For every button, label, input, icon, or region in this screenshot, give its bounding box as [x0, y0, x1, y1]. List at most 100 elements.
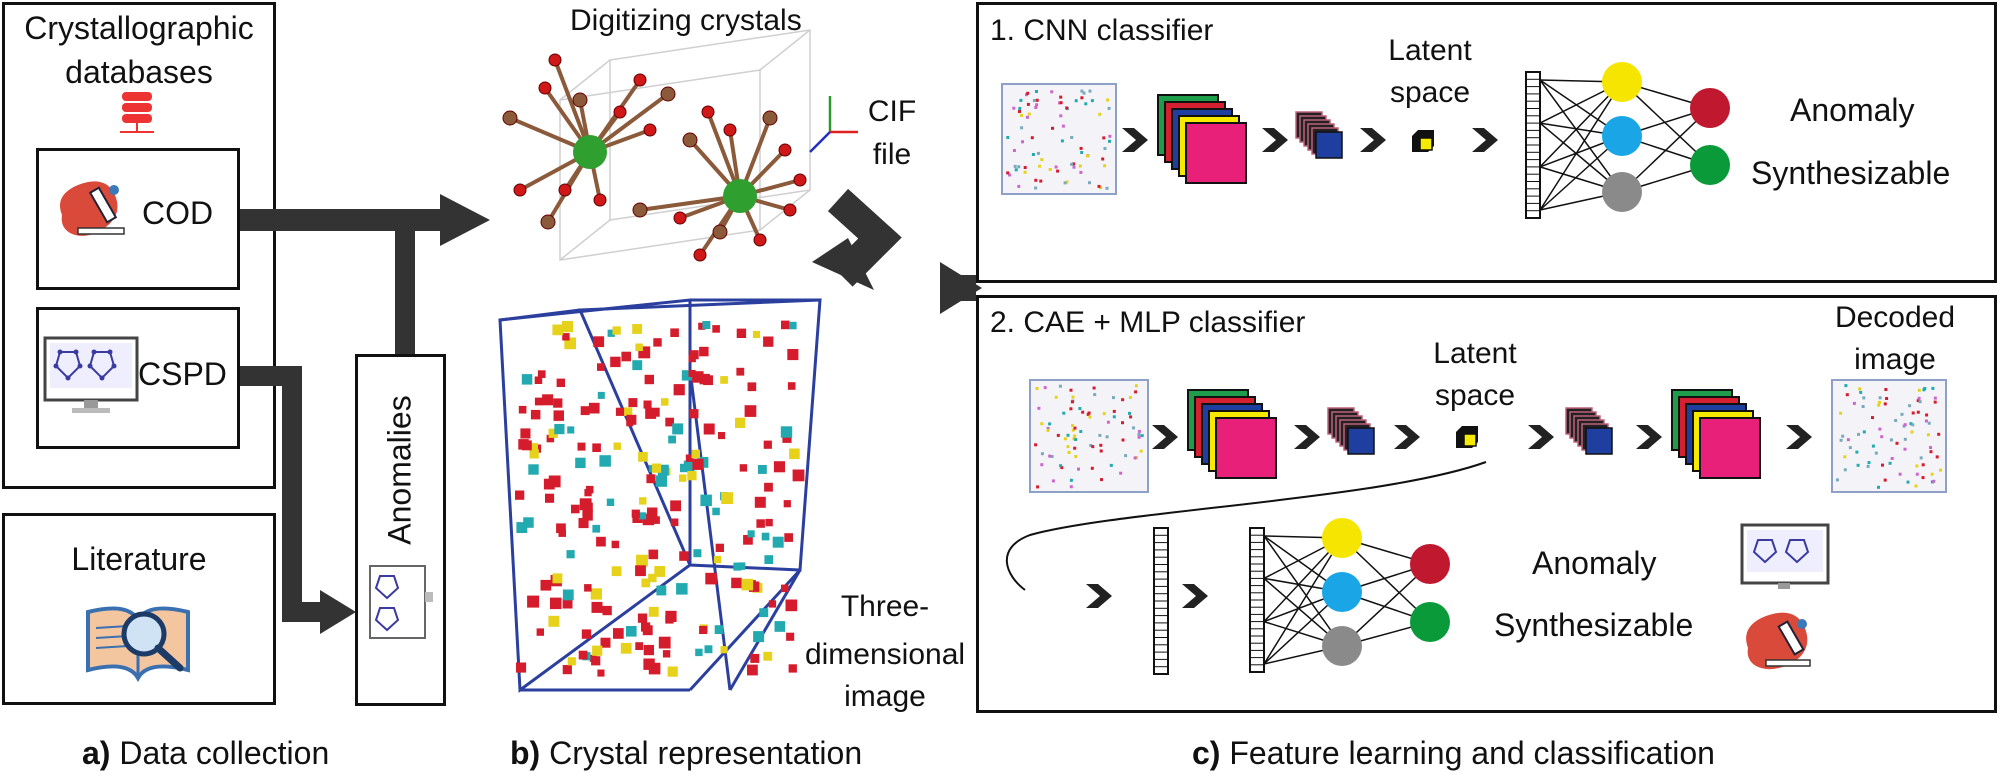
voxel	[529, 443, 538, 452]
thumbnail-voxel	[1859, 390, 1863, 394]
thumbnail-voxel	[1900, 412, 1904, 416]
thumbnail-voxel	[1074, 455, 1078, 458]
thumbnail-voxel	[1922, 388, 1926, 392]
voxel	[534, 397, 543, 406]
oxygen-atom	[548, 53, 562, 67]
connection	[1263, 535, 1343, 647]
voxel	[692, 458, 704, 470]
thumbnail-voxel	[1037, 406, 1041, 410]
thumbnail-voxel	[1908, 404, 1912, 408]
thumbnail-voxel	[1139, 449, 1143, 453]
thumbnail-voxel	[1088, 181, 1091, 185]
thumbnail-voxel	[1018, 107, 1022, 110]
connection	[1621, 81, 1711, 166]
feature-map	[1185, 122, 1247, 184]
voxel	[683, 460, 695, 472]
voxel	[540, 579, 552, 591]
voxel	[552, 324, 564, 336]
thumbnail-voxel	[1107, 106, 1111, 110]
voxel	[567, 426, 575, 434]
thumbnail-voxel	[1085, 154, 1089, 158]
voxel	[635, 343, 643, 351]
voxel	[602, 605, 612, 616]
voxel	[567, 657, 576, 666]
latent-connector-curve	[1005, 461, 1487, 591]
voxel	[575, 457, 586, 469]
thumbnail-voxel	[1888, 461, 1892, 465]
voxel	[545, 493, 555, 503]
voxel	[689, 350, 699, 360]
voxel	[781, 584, 789, 593]
databases-title-line1: Crystallographic	[24, 10, 254, 46]
thumbnail-voxel	[1034, 443, 1038, 447]
voxel	[646, 474, 656, 484]
thumbnail-voxel	[1911, 423, 1915, 427]
thumbnail-voxel	[1073, 446, 1077, 450]
thumbnail-voxel	[1099, 449, 1103, 453]
voxel	[757, 465, 767, 474]
voxel	[636, 554, 648, 567]
digitizing-title: Digitizing crystals	[570, 4, 802, 37]
voxel	[542, 394, 554, 406]
thumbnail-voxel	[1102, 136, 1106, 140]
voxel	[656, 585, 667, 596]
literature-label: Literature	[71, 541, 207, 577]
microscope-icon	[1746, 612, 1811, 670]
voxel	[518, 439, 529, 450]
voxel	[635, 642, 644, 650]
voxel	[631, 509, 640, 518]
voxel	[781, 320, 790, 330]
carbon-atom	[632, 202, 648, 218]
voxel	[783, 500, 791, 508]
thumbnail-voxel	[1843, 455, 1847, 459]
oxygen-atom	[753, 233, 767, 247]
thumbnail-voxel	[1073, 434, 1077, 438]
voxel	[784, 533, 793, 542]
voxel	[543, 478, 555, 490]
thumbnail-voxel	[1019, 98, 1023, 102]
feature-map-small	[1347, 427, 1375, 455]
voxel	[593, 336, 605, 348]
voxel	[518, 405, 527, 414]
thumbnail-voxel	[1065, 180, 1069, 184]
cif-label-line1: CIF	[867, 95, 917, 128]
thumbnail-voxel	[1082, 91, 1086, 95]
cod-box	[36, 148, 240, 290]
arrowhead-cspd	[320, 590, 356, 634]
thumbnail-voxel	[1862, 430, 1866, 434]
thumbnail-voxel	[1881, 463, 1884, 467]
voxel	[774, 621, 786, 632]
chevron-arrow	[1086, 584, 1112, 608]
thumbnail-voxel	[1915, 472, 1919, 476]
voxel	[670, 518, 679, 527]
chevron-arrow	[1294, 425, 1320, 449]
hidden-node	[1602, 172, 1642, 212]
voxel	[637, 613, 648, 623]
cnn-title: 1. CNN classifier	[990, 14, 1214, 47]
voxel	[639, 497, 647, 505]
voxel	[789, 448, 800, 460]
voxel	[558, 529, 566, 537]
thumbnail-voxel	[1026, 91, 1030, 95]
thumbnail-voxel	[1063, 437, 1067, 441]
voxel	[673, 384, 685, 396]
voxel	[689, 409, 699, 419]
three-d-grid-cube	[498, 298, 822, 693]
anomaly-structure-icon	[369, 565, 433, 639]
thumbnail-voxel	[1857, 432, 1860, 436]
voxel	[712, 507, 720, 516]
thumbnail-voxel	[1023, 170, 1027, 174]
thumbnail-voxel	[1129, 415, 1133, 419]
voxel	[642, 513, 655, 526]
thumbnail-voxel	[1079, 146, 1083, 150]
thumbnail-voxel	[1137, 429, 1141, 433]
carbon-atom	[682, 132, 698, 148]
voxel	[705, 572, 717, 585]
voxel-image-thumbnail	[1029, 379, 1149, 493]
thumbnail-voxel	[1858, 387, 1862, 391]
thumbnail-voxel	[1105, 186, 1109, 190]
voxel	[670, 328, 679, 337]
voxel	[556, 523, 566, 534]
